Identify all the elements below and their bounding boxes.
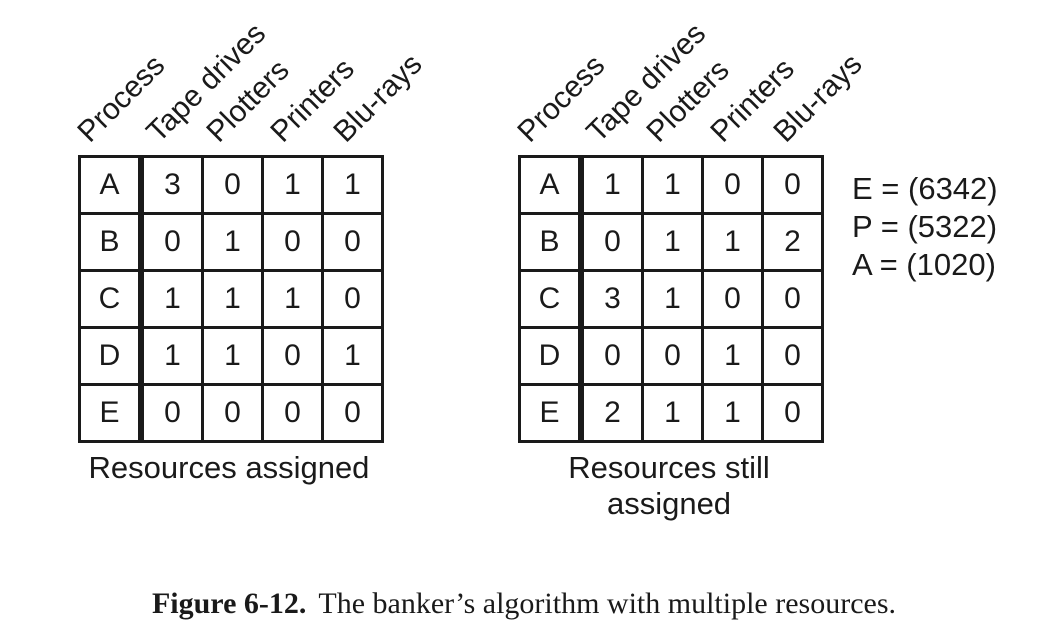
vector-available: A = (1020)	[852, 247, 996, 282]
table-row: A 3 0 1 1	[78, 155, 384, 215]
table-cell: 1	[139, 269, 204, 329]
table-row: E 0 0 0 0	[78, 383, 384, 443]
resources-assigned-table: A 3 0 1 1 B 0 1 0 0 C 1 1 1 0 D	[78, 155, 384, 443]
resources-still-assigned-block: Process Tape drives Plotters Printers Bl…	[511, 0, 868, 522]
table-cell: 1	[641, 155, 704, 215]
table-cell: 0	[139, 383, 204, 443]
table-cell: 2	[761, 212, 824, 272]
resource-vectors: E = (6342) P = (5322) A = (1020)	[852, 170, 998, 284]
table-cell: 0	[579, 212, 644, 272]
row-label: C	[518, 269, 584, 329]
figure-caption: Figure 6-12. The banker’s algorithm with …	[0, 587, 1048, 621]
table-cell: 0	[261, 326, 324, 386]
row-label: C	[78, 269, 144, 329]
column-headers: Process Tape drives Plotters Printers Bl…	[71, 0, 428, 155]
table-cell: 0	[201, 383, 264, 443]
table-cell: 3	[579, 269, 644, 329]
table-cell: 1	[139, 326, 204, 386]
row-label: D	[518, 326, 584, 386]
table-cell: 0	[701, 155, 764, 215]
figure-caption-label: Figure 6-12.	[151, 587, 307, 620]
table-row: D 0 0 1 0	[518, 326, 824, 386]
row-label: A	[78, 155, 144, 215]
table-cell: 1	[641, 269, 704, 329]
row-label: B	[78, 212, 144, 272]
table-cell: 0	[321, 383, 384, 443]
resources-still-assigned-caption: Resources still assigned	[568, 450, 770, 521]
table-cell: 0	[261, 383, 324, 443]
vector-existing: E = (6342)	[852, 171, 998, 206]
table-cell: 1	[701, 383, 764, 443]
table-cell: 1	[579, 155, 644, 215]
table-cell: 1	[201, 326, 264, 386]
table-cell: 3	[139, 155, 204, 215]
table-cell: 0	[761, 155, 824, 215]
resources-assigned-caption: Resources assigned	[88, 450, 370, 485]
table-row: B 0 1 1 2	[518, 212, 824, 272]
table-cell: 1	[701, 326, 764, 386]
figure-caption-text: The banker’s algorithm with multiple res…	[318, 587, 897, 620]
table-cell: 2	[579, 383, 644, 443]
table-cell: 1	[201, 212, 264, 272]
table-row: B 0 1 0 0	[78, 212, 384, 272]
table-cell: 0	[761, 383, 824, 443]
row-label: D	[78, 326, 144, 386]
table-cell: 0	[701, 269, 764, 329]
row-label: A	[518, 155, 584, 215]
row-label: E	[518, 383, 584, 443]
resources-still-assigned-table: A 1 1 0 0 B 0 1 1 2 C 3 1 0 0 D	[518, 155, 824, 443]
table-row: C 1 1 1 0	[78, 269, 384, 329]
table-cell: 1	[201, 269, 264, 329]
table-row: A 1 1 0 0	[518, 155, 824, 215]
table-cell: 0	[761, 269, 824, 329]
table-cell: 0	[579, 326, 644, 386]
table-cell: 1	[641, 383, 704, 443]
table-row: E 2 1 1 0	[518, 383, 824, 443]
table-cell: 0	[641, 326, 704, 386]
table-cell: 0	[321, 212, 384, 272]
row-label: E	[78, 383, 144, 443]
column-headers: Process Tape drives Plotters Printers Bl…	[511, 0, 868, 155]
table-cell: 1	[261, 155, 324, 215]
table-cell: 1	[261, 269, 324, 329]
resources-assigned-block: Process Tape drives Plotters Printers Bl…	[71, 0, 428, 486]
table-cell: 0	[261, 212, 324, 272]
row-label: B	[518, 212, 584, 272]
table-cell: 1	[641, 212, 704, 272]
table-cell: 1	[321, 326, 384, 386]
table-cell: 1	[321, 155, 384, 215]
table-cell: 0	[761, 326, 824, 386]
table-row: D 1 1 0 1	[78, 326, 384, 386]
table-cell: 0	[321, 269, 384, 329]
table-cell: 0	[201, 155, 264, 215]
vector-possessed: P = (5322)	[852, 209, 998, 244]
table-cell: 1	[701, 212, 764, 272]
table-row: C 3 1 0 0	[518, 269, 824, 329]
table-cell: 0	[139, 212, 204, 272]
